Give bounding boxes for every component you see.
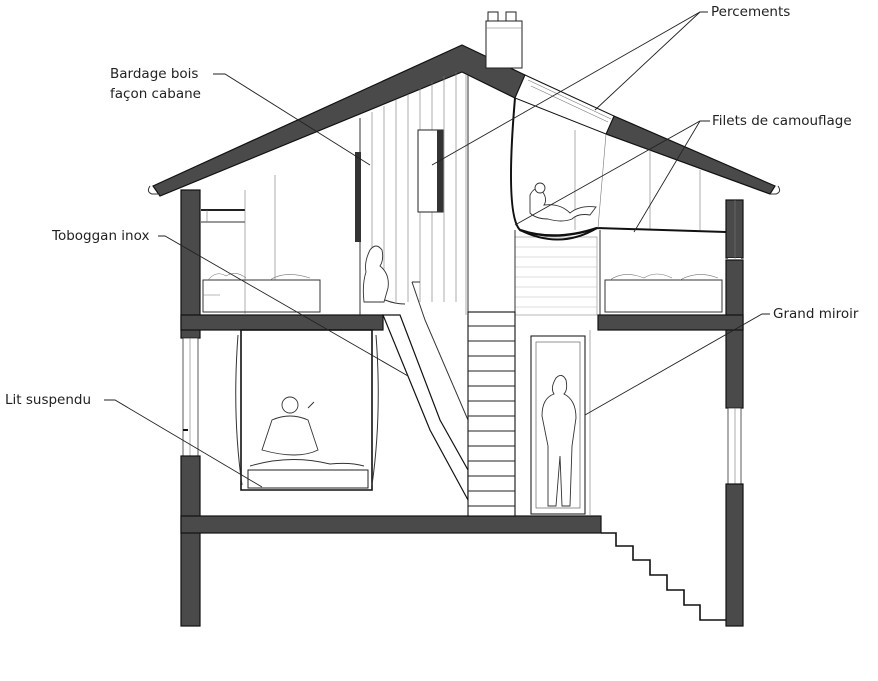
- ground-interior: [183, 329, 591, 516]
- label-filets: Filets de camouflage: [712, 113, 852, 129]
- label-grand-miroir: Grand miroir: [773, 306, 859, 322]
- label-percements: Percements: [711, 4, 790, 20]
- exterior-steps: [601, 532, 726, 621]
- floor-slabs: [180, 314, 744, 534]
- label-bardage-line1: Bardage bois: [110, 66, 198, 82]
- label-toboggan: Toboggan inox: [51, 228, 149, 244]
- roof: [147, 11, 781, 197]
- slide-and-stairs: [382, 281, 516, 517]
- leader-lines: [104, 11, 770, 488]
- upper-interior: [201, 72, 727, 516]
- label-bardage-line2: façon cabane: [110, 86, 201, 102]
- label-lit-suspendu: Lit suspendu: [5, 392, 91, 408]
- walls: [180, 189, 744, 627]
